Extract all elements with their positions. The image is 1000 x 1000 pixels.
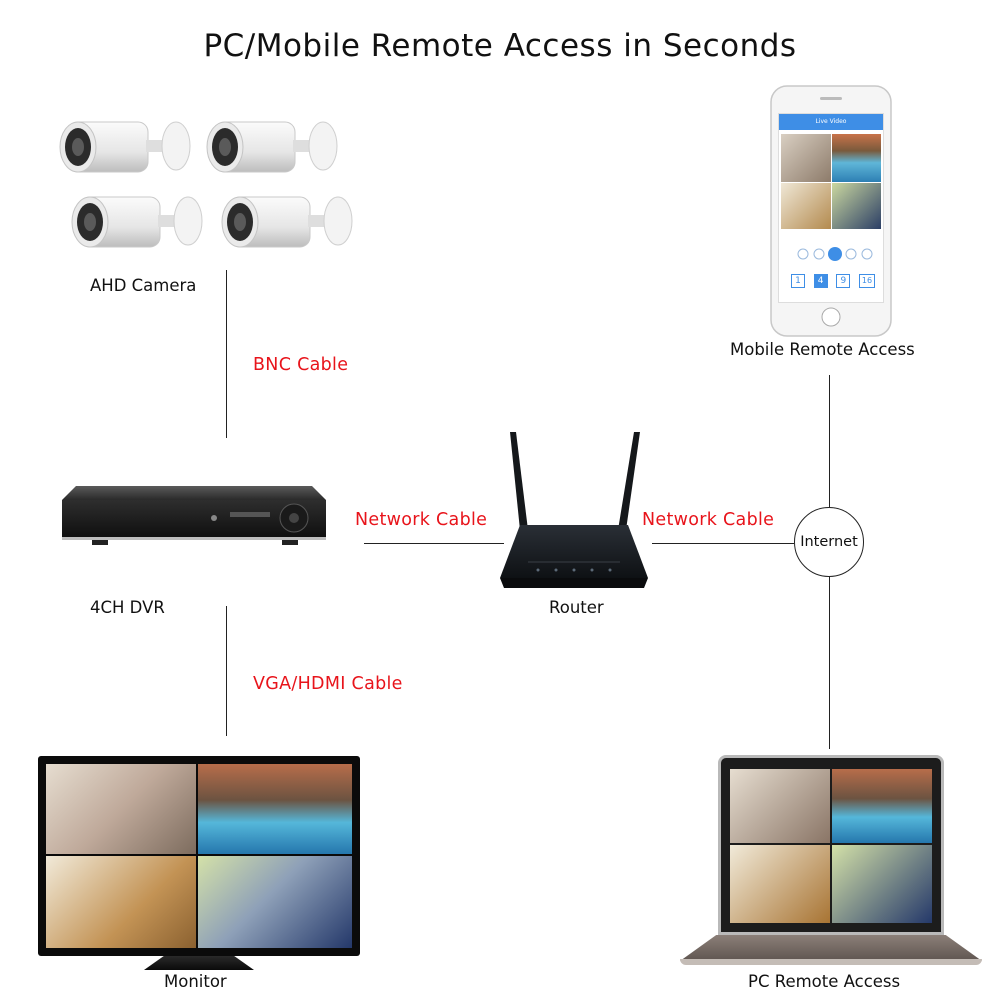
camera-icon [206, 121, 338, 173]
dvr-label: 4CH DVR [90, 598, 165, 617]
camera-icon [59, 121, 191, 173]
phone-header-bar: Live Video [779, 114, 883, 130]
laptop-feed-tile [730, 769, 830, 843]
layout-button-4[interactable]: 4 [813, 274, 828, 288]
monitor-label: Monitor [164, 972, 227, 991]
internet-node: Internet [794, 507, 864, 577]
laptop-base [680, 935, 982, 961]
ptz-buttons-icon [797, 247, 873, 261]
vga-hdmi-cable-label: VGA/HDMI Cable [253, 674, 403, 694]
router-label: Router [549, 598, 604, 617]
camera-icon [221, 196, 353, 248]
network-cable-label-left: Network Cable [355, 510, 488, 530]
laptop [680, 755, 982, 967]
ptz-controls [779, 244, 883, 264]
video-feed-tile [781, 134, 831, 182]
monitor-feed-tile [46, 856, 196, 948]
layout-buttons: 1 4 9 16 [791, 274, 875, 290]
network-cable-label-right: Network Cable [642, 510, 775, 530]
monitor-feed-tile [198, 856, 352, 948]
laptop-feed-tile [730, 845, 830, 923]
network-line-left [364, 543, 504, 544]
phone-header-title: Live Video [815, 118, 847, 125]
router-icon [500, 432, 648, 588]
video-feed-tile [832, 134, 881, 182]
monitor-feed-tile [46, 764, 196, 854]
bnc-cable-label: BNC Cable [253, 355, 349, 375]
laptop-base-edge [680, 959, 982, 965]
vga-hdmi-connector-line [226, 606, 227, 736]
layout-button-1[interactable]: 1 [791, 274, 805, 288]
pc-label: PC Remote Access [748, 972, 901, 991]
internet-to-pc-line [829, 577, 830, 749]
dvr-icon [62, 486, 326, 545]
network-line-right [652, 543, 794, 544]
laptop-feed-tile [832, 845, 932, 923]
monitor-stand [144, 956, 254, 970]
mobile-label: Mobile Remote Access [730, 340, 915, 359]
video-feed-tile [781, 183, 831, 229]
camera-label: AHD Camera [90, 276, 197, 295]
laptop-feed-tile [832, 769, 932, 843]
internet-label: Internet [800, 534, 858, 550]
ahd-camera-group [40, 105, 360, 270]
monitor [38, 756, 360, 978]
video-feed-tile [832, 183, 881, 229]
camera-icon [71, 196, 203, 248]
mobile-phone: Live Video 1 4 9 16 [770, 85, 892, 337]
bnc-connector-line [226, 270, 227, 438]
layout-button-9[interactable]: 9 [836, 274, 851, 288]
diagram-title: PC/Mobile Remote Access in Seconds [203, 28, 797, 64]
phone-screen: Live Video 1 4 9 16 [778, 113, 884, 303]
layout-button-16[interactable]: 16 [858, 274, 875, 288]
internet-to-mobile-line [829, 375, 830, 507]
monitor-feed-tile [198, 764, 352, 854]
